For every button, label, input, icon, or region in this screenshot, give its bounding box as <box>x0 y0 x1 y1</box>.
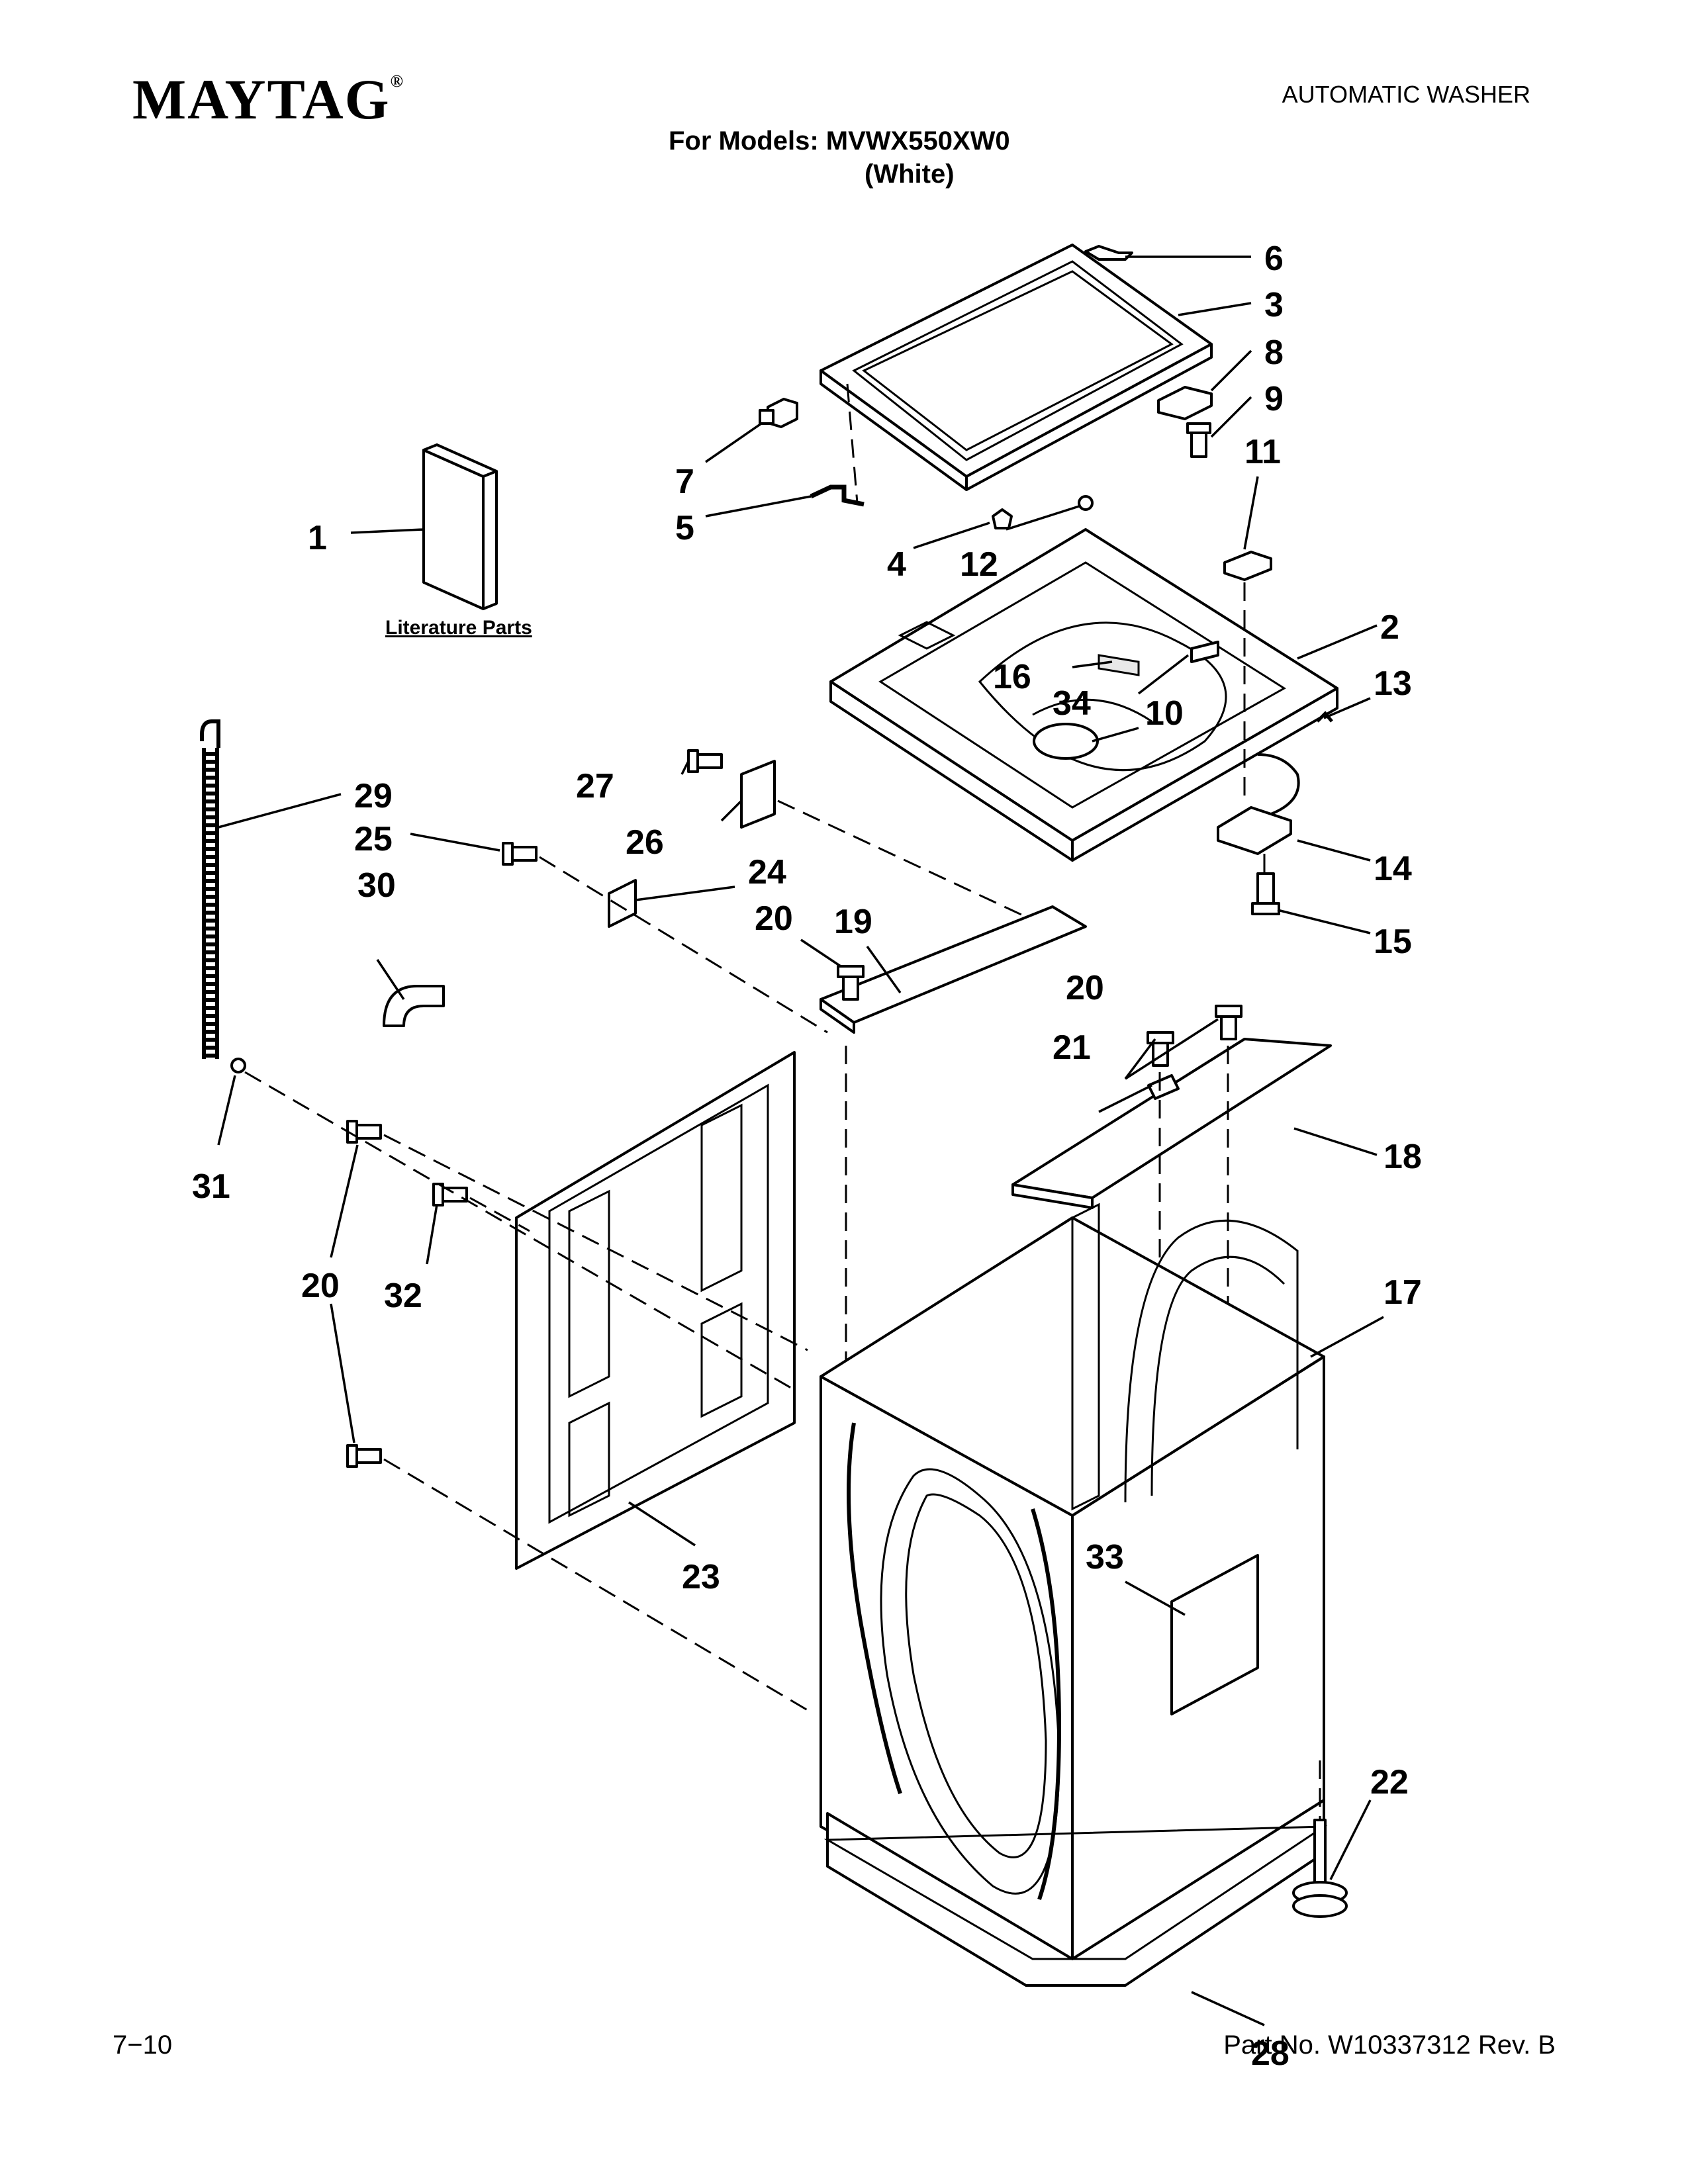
callout-4: 4 <box>887 545 906 584</box>
callout-23: 23 <box>682 1558 720 1596</box>
callout-19: 19 <box>834 903 872 941</box>
callout-20-c: 20 <box>301 1267 340 1305</box>
callout-20-b: 20 <box>1066 969 1104 1007</box>
callout-14: 14 <box>1374 850 1412 888</box>
callout-24: 24 <box>748 853 786 891</box>
screw-25-dash-line <box>539 856 828 1034</box>
color-line: (White) <box>865 159 955 189</box>
washer-lid <box>820 244 1213 491</box>
callout-11: 11 <box>1244 433 1281 471</box>
lid-lock-8 <box>1157 386 1213 420</box>
literature-book <box>422 443 498 610</box>
bumper-4 <box>992 508 1013 529</box>
callout-34: 34 <box>1053 684 1091 723</box>
screw-20-upper <box>346 1120 382 1144</box>
callout-20-a: 20 <box>755 899 793 938</box>
callout-5: 5 <box>675 509 694 547</box>
bushing-7 <box>759 398 798 428</box>
callout-17: 17 <box>1383 1273 1422 1312</box>
base-28 <box>823 1799 1328 1987</box>
callout-2: 2 <box>1380 608 1399 647</box>
callout-6: 6 <box>1264 240 1284 278</box>
screw-15 <box>1251 872 1280 915</box>
callout-10: 10 <box>1145 694 1184 733</box>
clip-13 <box>1316 711 1333 723</box>
callout-32: 32 <box>384 1277 422 1315</box>
hose-clamp-31 <box>230 1058 246 1073</box>
footer-date: 7−10 <box>113 2030 173 2060</box>
lid-switch-11 <box>1223 551 1272 581</box>
callout-12: 12 <box>960 545 998 584</box>
fastener-12 <box>1078 495 1094 511</box>
rear-brace-19 <box>820 905 1087 1034</box>
callout-8: 8 <box>1264 334 1284 372</box>
callout-16: 16 <box>993 658 1031 696</box>
hinge-pin-6 <box>1084 245 1133 261</box>
screw-32-dash-line <box>469 1197 530 1232</box>
leveling-leg-22 <box>1292 1819 1348 1918</box>
clip-21 <box>1147 1074 1180 1100</box>
leader-lines <box>217 255 1384 2026</box>
brand-name: MAYTAG <box>132 68 391 131</box>
switch-34 <box>1190 641 1219 663</box>
screw-20-brace <box>837 965 865 1001</box>
lid-hinge-dash-line <box>846 383 859 504</box>
lid-lock-harness-14 <box>1217 753 1300 855</box>
callout-7: 7 <box>675 463 694 501</box>
callout-13: 13 <box>1374 664 1412 703</box>
screw-20-front-b <box>1215 1005 1243 1040</box>
callout-9: 9 <box>1264 380 1284 418</box>
washer-top <box>829 528 1338 862</box>
screw-upper-dash-line <box>383 1134 808 1351</box>
bracket-dash-line <box>777 799 1033 921</box>
registered-mark: ® <box>390 71 404 91</box>
callout-31: 31 <box>192 1167 230 1206</box>
callout-27: 27 <box>576 767 614 805</box>
callout-21: 21 <box>1053 1028 1091 1067</box>
callout-22: 22 <box>1370 1763 1409 1801</box>
brand-logo: MAYTAG® <box>132 66 404 132</box>
footer-part-number: Part No. W10337312 Rev. B <box>1223 2030 1556 2060</box>
callout-30: 30 <box>357 866 396 905</box>
callout-29: 29 <box>354 777 393 815</box>
clip-24 <box>608 879 637 928</box>
bleach-dispenser-10 <box>1033 723 1099 760</box>
callout-labels: 6 3 8 9 7 5 4 12 11 2 13 16 34 10 14 15 … <box>192 240 1422 2073</box>
bracket-26 <box>740 760 776 829</box>
callout-3: 3 <box>1264 286 1284 324</box>
lid-hinge-wire-5 <box>810 484 865 507</box>
literature-parts-label: Literature Parts <box>385 617 532 639</box>
callout-33: 33 <box>1086 1538 1124 1576</box>
models-line: For Models: MVWX550XW0 <box>669 126 1010 156</box>
drain-hose-29 <box>200 719 220 1059</box>
screw-20-lower <box>346 1444 382 1468</box>
document-type: AUTOMATIC WASHER <box>1282 81 1530 108</box>
callout-15: 15 <box>1374 923 1412 961</box>
models-heading: For Models: MVWX550XW0 (White) <box>669 124 1010 191</box>
clamp-dash-line <box>244 1071 795 1391</box>
callout-28: 28 <box>1251 2034 1289 2073</box>
screw-27 <box>687 749 723 773</box>
callout-1: 1 <box>308 519 327 557</box>
screw-9 <box>1186 422 1211 458</box>
hose-guide-30 <box>383 985 445 1027</box>
callout-25: 25 <box>354 820 393 858</box>
screw-25 <box>502 842 538 866</box>
callout-18: 18 <box>1383 1138 1422 1176</box>
screw-32 <box>432 1183 468 1206</box>
label-33 <box>1170 1554 1259 1715</box>
callout-26: 26 <box>626 823 664 862</box>
